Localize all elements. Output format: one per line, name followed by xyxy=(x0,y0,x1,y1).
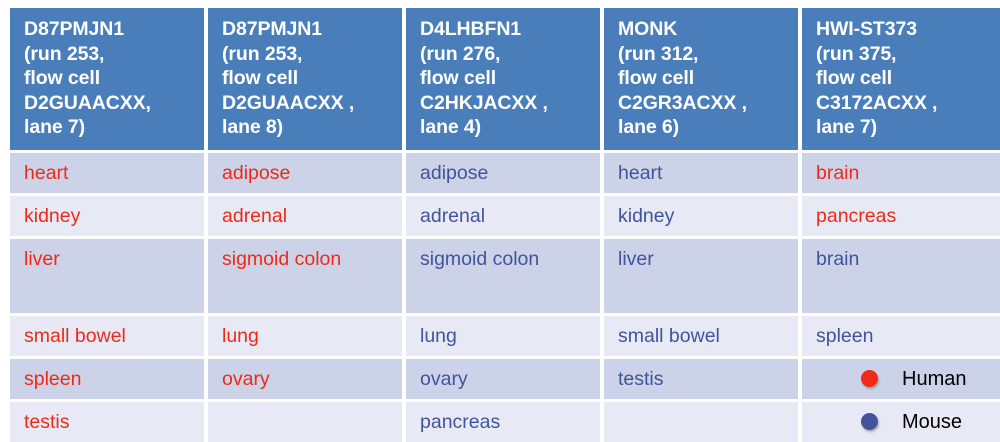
tissue-cell: adrenal xyxy=(208,195,406,239)
tissue-cell: kidney xyxy=(10,195,208,239)
tissue-cell: pancreas xyxy=(406,401,604,442)
column-header-4: MONK (run 312, flow cell C2GR3ACXX , lan… xyxy=(604,8,802,153)
tissue-cell: sigmoid colon xyxy=(406,238,604,316)
tissue-cell: ovary xyxy=(208,358,406,402)
table-row: heart adipose adipose heart brain xyxy=(10,152,1000,196)
tissue-cell: brain xyxy=(802,238,1000,316)
tissue-cell: small bowel xyxy=(604,315,802,359)
tissue-cell: testis xyxy=(10,401,208,442)
tissue-cell: sigmoid colon xyxy=(208,238,406,316)
tissue-cell: adipose xyxy=(208,152,406,196)
tissue-cell: heart xyxy=(10,152,208,196)
column-header-3: D4LHBFN1 (run 276, flow cell C2HKJACXX ,… xyxy=(406,8,604,153)
tissue-cell xyxy=(604,401,802,442)
circle-marker-red-icon xyxy=(861,370,878,387)
table-row: liver sigmoid colon sigmoid colon liver … xyxy=(10,238,1000,316)
table-row: kidney adrenal adrenal kidney pancreas xyxy=(10,195,1000,239)
tissue-cell: kidney xyxy=(604,195,802,239)
table-header: D87PMJN1 (run 253, flow cell D2GUAACXX, … xyxy=(10,8,1000,153)
tissue-cell: small bowel xyxy=(10,315,208,359)
tissue-cell: heart xyxy=(604,152,802,196)
tissue-cell xyxy=(208,401,406,442)
legend-label-mouse: Mouse xyxy=(902,410,963,433)
table-row: small bowel lung lung small bowel spleen xyxy=(10,315,1000,359)
legend-item-human: Human xyxy=(816,367,988,391)
header-row: D87PMJN1 (run 253, flow cell D2GUAACXX, … xyxy=(10,8,1000,153)
circle-marker-blue-icon xyxy=(861,413,878,430)
table-row: testis pancreas Mouse xyxy=(10,401,1000,442)
tissue-cell: spleen xyxy=(802,315,1000,359)
tissue-cell: lung xyxy=(208,315,406,359)
table-row: spleen ovary ovary testis Human xyxy=(10,358,1000,402)
column-header-5: HWI-ST373 (run 375, flow cell C3172ACXX … xyxy=(802,8,1000,153)
tissue-cell: testis xyxy=(604,358,802,402)
tissue-cell: pancreas xyxy=(802,195,1000,239)
tissue-cell: ovary xyxy=(406,358,604,402)
sample-tissue-table: D87PMJN1 (run 253, flow cell D2GUAACXX, … xyxy=(10,8,1000,442)
column-header-2: D87PMJN1 (run 253, flow cell D2GUAACXX ,… xyxy=(208,8,406,153)
tissue-cell: adipose xyxy=(406,152,604,196)
tissue-cell: liver xyxy=(10,238,208,316)
legend-label-human: Human xyxy=(902,367,967,390)
tissue-cell: lung xyxy=(406,315,604,359)
legend-mouse: Mouse xyxy=(802,401,1000,442)
tissue-cell: spleen xyxy=(10,358,208,402)
table-body: heart adipose adipose heart brain kidney… xyxy=(10,152,1000,442)
legend-item-mouse: Mouse xyxy=(816,410,988,434)
tissue-cell: brain xyxy=(802,152,1000,196)
column-header-1: D87PMJN1 (run 253, flow cell D2GUAACXX, … xyxy=(10,8,208,153)
tissue-cell: liver xyxy=(604,238,802,316)
tissue-cell: adrenal xyxy=(406,195,604,239)
legend-human: Human xyxy=(802,358,1000,402)
